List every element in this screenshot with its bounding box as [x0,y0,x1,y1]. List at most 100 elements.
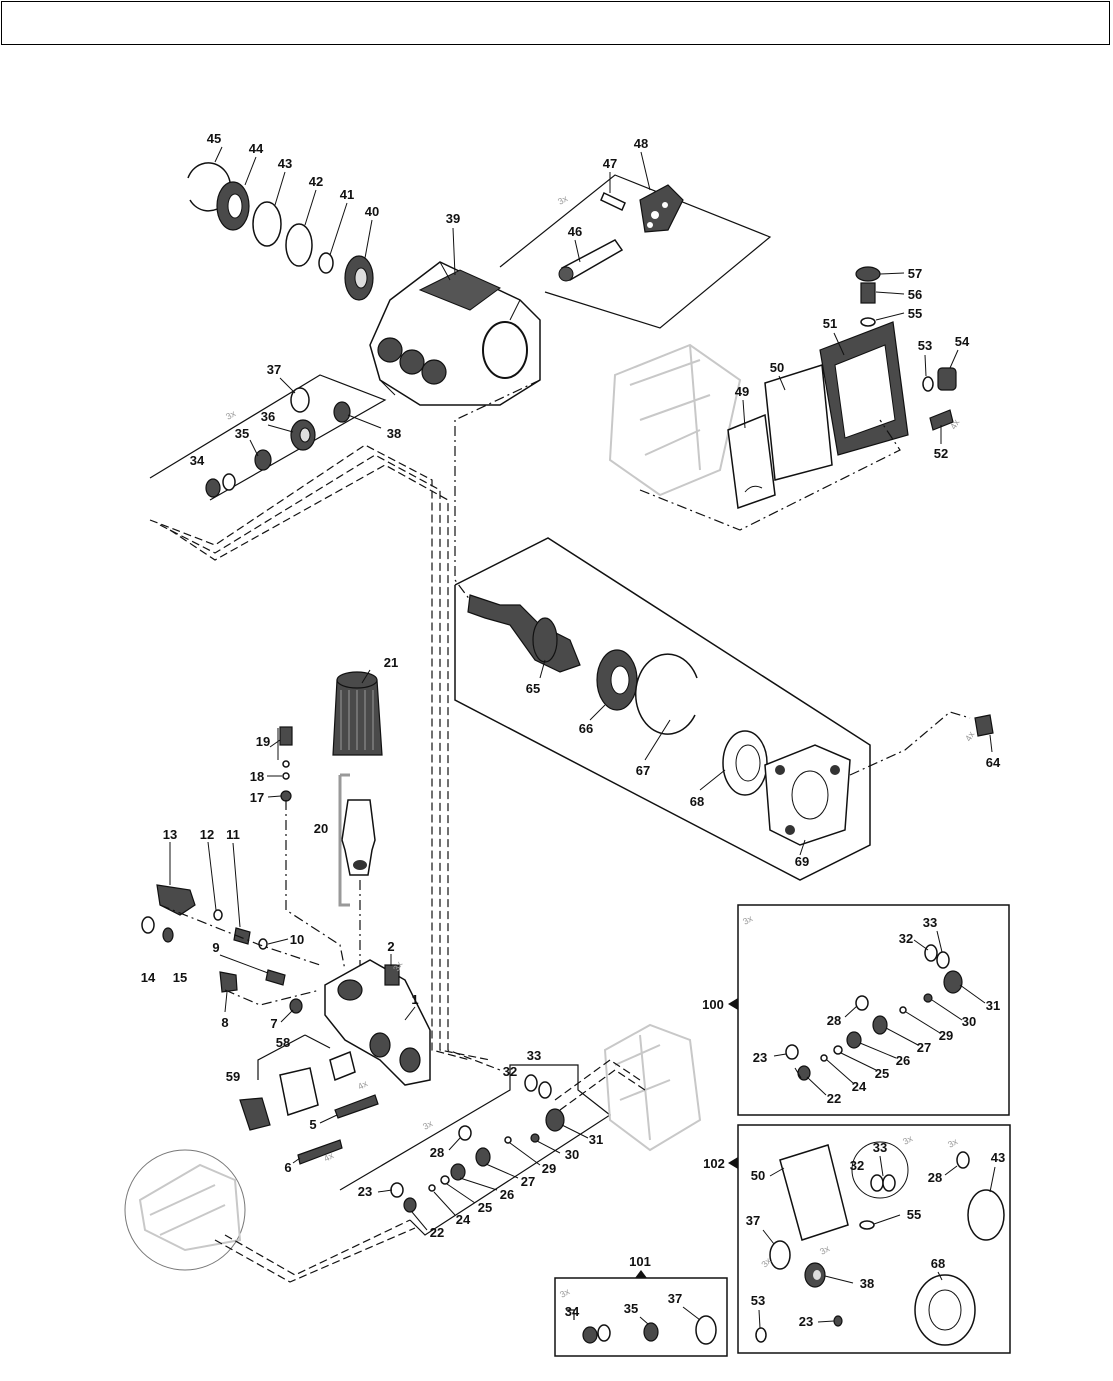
part-22 [403,1197,417,1213]
kit-102-labels: 102 50 33 32 28 43 55 37 38 68 53 23 [703,1140,1005,1329]
manifold-ghost [124,1149,246,1271]
callout-32: 32 [503,1064,517,1079]
part-52-bolt [929,409,954,431]
part-15-filter [162,927,174,943]
kit-102-callout-68: 68 [931,1256,945,1271]
part-31-seat [545,1108,565,1132]
kit-100-callout-22: 22 [827,1091,841,1106]
callout-13: 13 [163,827,177,842]
callout-27: 27 [521,1174,535,1189]
part-7-plug [289,998,303,1014]
callout-14: 14 [141,970,156,985]
callout-44: 44 [249,141,264,156]
callout-26: 26 [500,1187,514,1202]
qty-3x-kit102-b: 3x [946,1136,960,1150]
leader-lines [169,146,993,1231]
kit-102-callout-50: 50 [751,1168,765,1183]
kit-102-label: 102 [703,1156,725,1171]
callout-30: 30 [565,1147,579,1162]
callout-35: 35 [235,426,249,441]
callout-55: 55 [908,306,922,321]
part-12-oring [213,909,223,921]
part-49-gasket [727,413,776,510]
callout-12: 12 [200,827,214,842]
callout-19: 19 [256,734,270,749]
callout-7: 7 [270,1016,277,1031]
callout-31: 31 [589,1132,603,1147]
part-20-valve [341,799,376,876]
part-34-seal [205,478,221,498]
callout-54: 54 [955,334,970,349]
kit-100-labels: 100 33 32 31 30 29 28 27 26 25 24 23 22 [702,915,1000,1106]
callout-33: 33 [527,1048,541,1063]
part-8-plug [219,971,238,993]
callout-23: 23 [358,1184,372,1199]
kit-101-callout-34: 34 [565,1304,580,1319]
callout-37: 37 [267,362,281,377]
callout-59: 59 [226,1069,240,1084]
callout-42: 42 [309,174,323,189]
kit-102-callout-28: 28 [928,1170,942,1185]
kit-100 [728,904,1010,1116]
callout-22: 22 [430,1225,444,1240]
kit-100-callout-28: 28 [827,1013,841,1028]
kit-102-callout-33: 33 [873,1140,887,1155]
part-50-gasket [764,364,833,481]
part-41-washer [318,252,334,274]
callout-labels: 45 44 43 42 41 40 39 48 47 46 37 36 35 3… [141,131,1001,1240]
qty-4x-bolt5: 4x [356,1078,370,1092]
callout-57: 57 [908,266,922,281]
kit-102-callout-37: 37 [746,1213,760,1228]
qty-3x-valves: 3x [421,1118,435,1132]
kit-100-callout-26: 26 [896,1053,910,1068]
callout-39: 39 [446,211,460,226]
callout-58: 58 [276,1035,290,1050]
part-24 [428,1184,436,1192]
callout-8: 8 [221,1015,228,1030]
callout-47: 47 [603,156,617,171]
callout-28: 28 [430,1145,444,1160]
callout-18: 18 [250,769,264,784]
camshaft-assembly [454,537,994,881]
part-58-adapter [329,1050,356,1082]
qty-3x-kit101: 3x [558,1286,572,1300]
part-30 [530,1133,540,1143]
part-42-oring [285,223,313,267]
callout-69: 69 [795,854,809,869]
part-23-oring [390,1182,404,1198]
part-48-plate [639,184,684,233]
seal-assembly [149,374,387,501]
callout-24: 24 [456,1212,471,1227]
kit-102-callout-53: 53 [751,1293,765,1308]
part-27 [475,1147,491,1167]
qty-3x-shaft: 3x [556,193,570,207]
bearing-assembly [187,162,374,301]
part-38-seal [333,401,351,423]
kit-100-callout-24: 24 [852,1079,867,1094]
part-58-nut [279,1067,319,1116]
part-55-oring [860,317,876,327]
part-29 [504,1136,512,1144]
part-13-inlet [156,884,196,916]
kit-100-callout-31: 31 [986,998,1000,1013]
kit-102-callout-55: 55 [907,1207,921,1222]
part-37-oring [290,387,310,413]
part-5-bolt [334,1094,379,1119]
part-59-plug [239,1097,271,1131]
callout-25: 25 [478,1200,492,1215]
part-35-retainer [254,449,272,471]
kit-100-callout-25: 25 [875,1066,889,1081]
callout-49: 49 [735,384,749,399]
kit-101-label: 101 [629,1254,651,1269]
kit-100-callout-29: 29 [939,1028,953,1043]
pump-ghost [603,1023,702,1152]
qty-4x-flange: 4x [963,729,977,743]
part-26 [450,1163,466,1181]
part-19-fitting [279,726,293,746]
part-64-bolt [974,714,994,737]
callout-17: 17 [250,790,264,805]
callout-2: 2 [387,939,394,954]
callout-48: 48 [634,136,648,151]
kit-100-callout-30: 30 [962,1014,976,1029]
